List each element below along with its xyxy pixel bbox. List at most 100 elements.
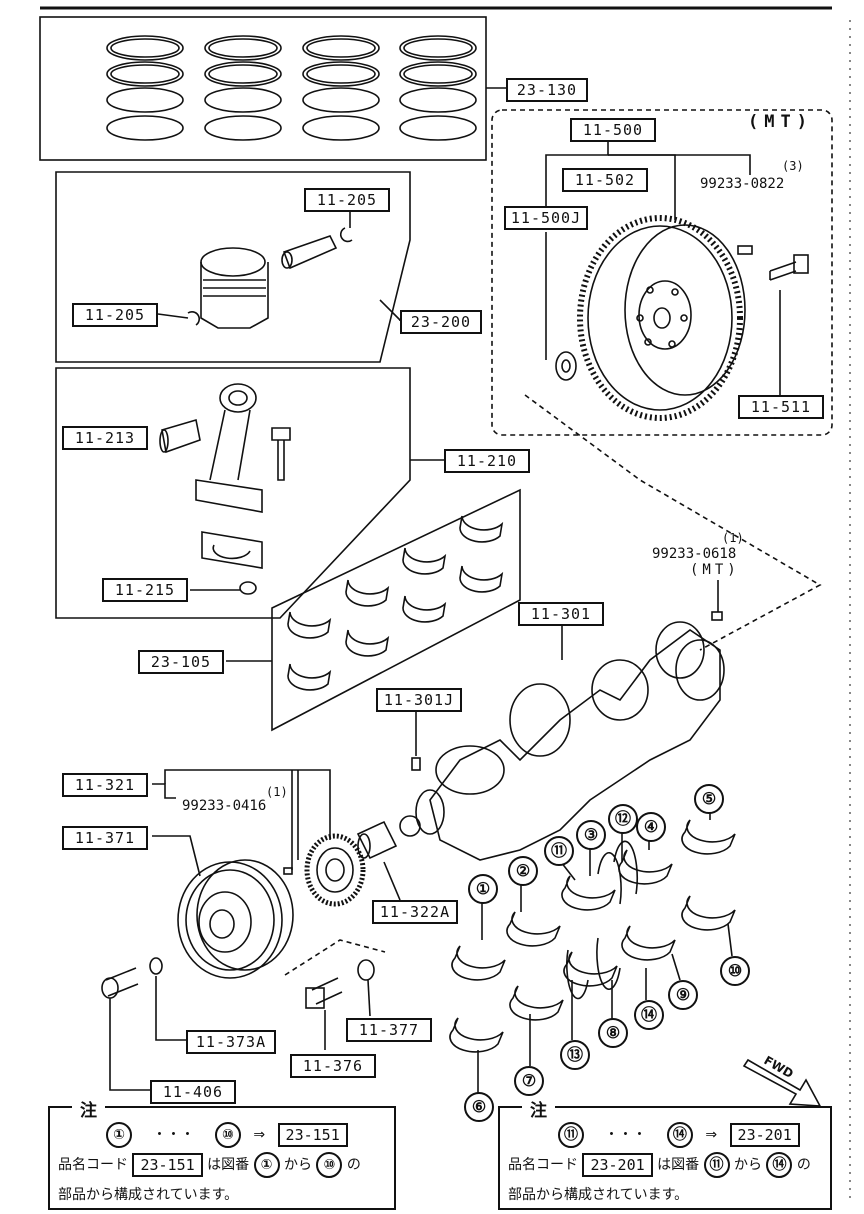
note-target-code[interactable]: 23-201 bbox=[729, 1123, 800, 1147]
timing-bolt bbox=[305, 977, 343, 1009]
note-box-left: 注 ① ・・・ ⑩ ⇒ 23-151 品名コード 23-151 は図番 ① から… bbox=[48, 1096, 396, 1210]
flywheel-mt-panel bbox=[491, 109, 833, 436]
sprocket-key bbox=[283, 867, 293, 875]
label-11-321[interactable]: 11-321 bbox=[62, 773, 148, 797]
pilot-bearing bbox=[555, 351, 577, 381]
label-99233-0416[interactable]: 99233-0416 bbox=[182, 798, 267, 814]
label-11-210[interactable]: 11-210 bbox=[444, 449, 530, 473]
fwd-arrow bbox=[742, 1058, 822, 1107]
note-line2-code[interactable]: 23-201 bbox=[582, 1153, 653, 1177]
circle-1: ① bbox=[468, 874, 498, 904]
conrod-bushing bbox=[159, 418, 201, 454]
note-line2-from: ⑪ bbox=[703, 1152, 730, 1178]
label-11-301j[interactable]: 11-301J bbox=[376, 688, 462, 712]
circle-14: ⑭ bbox=[634, 1000, 664, 1030]
mt-label-mid: (MT) bbox=[690, 562, 740, 578]
flywheel-bolt bbox=[769, 254, 809, 281]
note-line2-kara: から bbox=[734, 1157, 762, 1173]
note-line2-mid: は図番 bbox=[657, 1157, 700, 1173]
note-dots: ・・・ bbox=[152, 1127, 195, 1143]
label-11-502[interactable]: 11-502 bbox=[562, 168, 648, 192]
circle-6: ⑥ bbox=[464, 1092, 494, 1122]
note-row-2: 品名コード 23-151 は図番 ① から ⑩ の bbox=[50, 1152, 394, 1178]
circle-7: ⑦ bbox=[514, 1066, 544, 1096]
note-line2-pre: 品名コード bbox=[58, 1157, 128, 1173]
main-bearing-shells bbox=[449, 819, 736, 1053]
label-11-371[interactable]: 11-371 bbox=[62, 826, 148, 850]
label-23-105[interactable]: 23-105 bbox=[138, 650, 224, 674]
note-circle-to: ⑩ bbox=[214, 1122, 241, 1148]
mt-label-top: (MT) bbox=[748, 112, 813, 132]
note-line2-post: の bbox=[346, 1157, 361, 1173]
circle-10: ⑩ bbox=[720, 956, 750, 986]
label-11-406[interactable]: 11-406 bbox=[150, 1080, 236, 1104]
timing-washer bbox=[357, 959, 375, 981]
label-11-205-top[interactable]: 11-205 bbox=[304, 188, 390, 212]
pulley-bolt bbox=[101, 967, 139, 999]
circle-11: ⑪ bbox=[544, 836, 574, 866]
note-title: 注 bbox=[522, 1096, 555, 1121]
note-line2-post: の bbox=[796, 1157, 811, 1173]
label-11-500j[interactable]: 11-500J bbox=[504, 206, 588, 230]
note-dots: ・・・ bbox=[604, 1127, 647, 1143]
note-row-1: ① ・・・ ⑩ ⇒ 23-151 bbox=[50, 1122, 394, 1148]
label-11-511[interactable]: 11-511 bbox=[738, 395, 824, 419]
label-11-500[interactable]: 11-500 bbox=[570, 118, 656, 142]
crankshaft bbox=[399, 621, 725, 861]
piston-pin bbox=[281, 235, 338, 270]
label-11-213[interactable]: 11-213 bbox=[62, 426, 148, 450]
label-11-215[interactable]: 11-215 bbox=[102, 578, 188, 602]
conrod-bolt bbox=[271, 427, 291, 481]
circle-12: ⑫ bbox=[608, 804, 638, 834]
label-11-205-left[interactable]: 11-205 bbox=[72, 303, 158, 327]
note-line2-code[interactable]: 23-151 bbox=[132, 1153, 203, 1177]
note-target-code[interactable]: 23-151 bbox=[277, 1123, 348, 1147]
note-line2-pre: 品名コード bbox=[508, 1157, 578, 1173]
qty-1-b: (1) bbox=[266, 785, 288, 799]
piston-ring-sets bbox=[106, 35, 477, 141]
label-23-130[interactable]: 23-130 bbox=[506, 78, 588, 102]
pulley-washer bbox=[149, 957, 163, 975]
circle-2: ② bbox=[508, 856, 538, 886]
dowel-pin bbox=[737, 245, 753, 255]
qty-1-a: (1) bbox=[722, 531, 744, 545]
label-11-376[interactable]: 11-376 bbox=[290, 1054, 376, 1078]
label-11-373a[interactable]: 11-373A bbox=[186, 1030, 276, 1054]
note-line2-to: ⑩ bbox=[316, 1152, 343, 1178]
qty-3: (3) bbox=[782, 159, 804, 173]
connecting-rod-panel bbox=[55, 367, 411, 619]
piston-panel bbox=[55, 171, 411, 363]
crank-spacer bbox=[356, 820, 398, 860]
note-row-3: 部品から構成されています。 bbox=[58, 1187, 239, 1203]
snap-ring-right bbox=[339, 227, 353, 243]
circle-13: ⑬ bbox=[560, 1040, 590, 1070]
circle-9: ⑨ bbox=[668, 980, 698, 1010]
circle-5: ⑤ bbox=[694, 784, 724, 814]
label-99233-0618[interactable]: 99233-0618 bbox=[652, 546, 737, 562]
note-arrow: ⇒ bbox=[705, 1127, 718, 1143]
label-23-200[interactable]: 23-200 bbox=[400, 310, 482, 334]
flywheel bbox=[577, 215, 746, 421]
note-box-right: 注 ⑪ ・・・ ⑭ ⇒ 23-201 品名コード 23-201 は図番 ⑪ から… bbox=[498, 1096, 832, 1210]
label-11-377[interactable]: 11-377 bbox=[346, 1018, 432, 1042]
connecting-rod bbox=[195, 383, 263, 513]
main-bearing-panel bbox=[271, 488, 521, 732]
note-row-3: 部品から構成されています。 bbox=[508, 1187, 689, 1203]
label-11-322a[interactable]: 11-322A bbox=[372, 900, 458, 924]
circle-3: ③ bbox=[576, 820, 606, 850]
note-title: 注 bbox=[72, 1096, 105, 1121]
note-line2-mid: は図番 bbox=[207, 1157, 250, 1173]
conrod-cap bbox=[201, 531, 263, 569]
label-99233-0822[interactable]: 99233-0822 bbox=[700, 176, 785, 192]
note-circle-from: ① bbox=[106, 1122, 132, 1148]
timing-sprocket bbox=[304, 833, 366, 907]
note-row-1: ⑪ ・・・ ⑭ ⇒ 23-201 bbox=[500, 1122, 830, 1148]
snap-ring-left bbox=[187, 310, 200, 326]
note-line2-from: ① bbox=[253, 1152, 280, 1178]
note-circle-from: ⑪ bbox=[558, 1122, 584, 1148]
conrod-nut bbox=[239, 581, 257, 595]
note-row-2: 品名コード 23-201 は図番 ⑪ から ⑭ の bbox=[500, 1152, 830, 1178]
label-11-301[interactable]: 11-301 bbox=[518, 602, 604, 626]
note-arrow: ⇒ bbox=[253, 1127, 266, 1143]
